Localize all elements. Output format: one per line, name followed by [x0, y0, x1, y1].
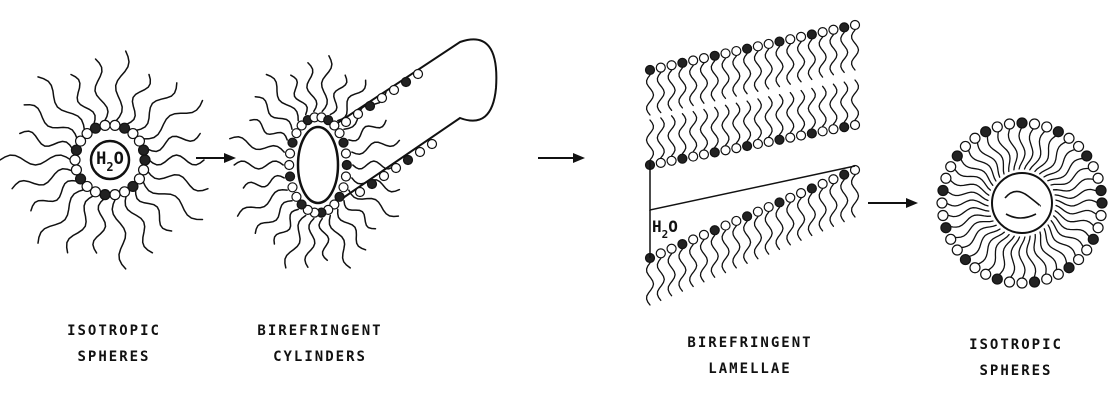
caption-line-2: SPHERES [14, 344, 214, 370]
caption-line-1: ISOTROPIC [14, 318, 214, 344]
water-label-lamellae: H2O [652, 217, 678, 241]
caption-line-1: BIREFRINGENT [220, 318, 420, 344]
birefringent-lamellae-bilayers [646, 21, 860, 306]
arrow-2 [538, 153, 585, 163]
birefringent-cylinders-micelle [230, 39, 497, 268]
reverse-spheres-micelle [937, 118, 1107, 288]
caption-line-1: ISOTROPIC [916, 332, 1116, 358]
caption-line-2: CYLINDERS [220, 344, 420, 370]
caption-birefringent-lamellae: BIREFRINGENT LAMELLAE [650, 330, 850, 382]
caption-isotropic-spheres-1: ISOTROPIC SPHERES [14, 318, 214, 370]
caption-line-2: SPHERES [916, 358, 1116, 384]
caption-isotropic-spheres-2: ISOTROPIC SPHERES [916, 332, 1116, 384]
caption-line-1: BIREFRINGENT [650, 330, 850, 356]
caption-line-2: LAMELLAE [650, 356, 850, 382]
caption-birefringent-cylinders: BIREFRINGENT CYLINDERS [220, 318, 420, 370]
arrow-3 [868, 198, 918, 208]
